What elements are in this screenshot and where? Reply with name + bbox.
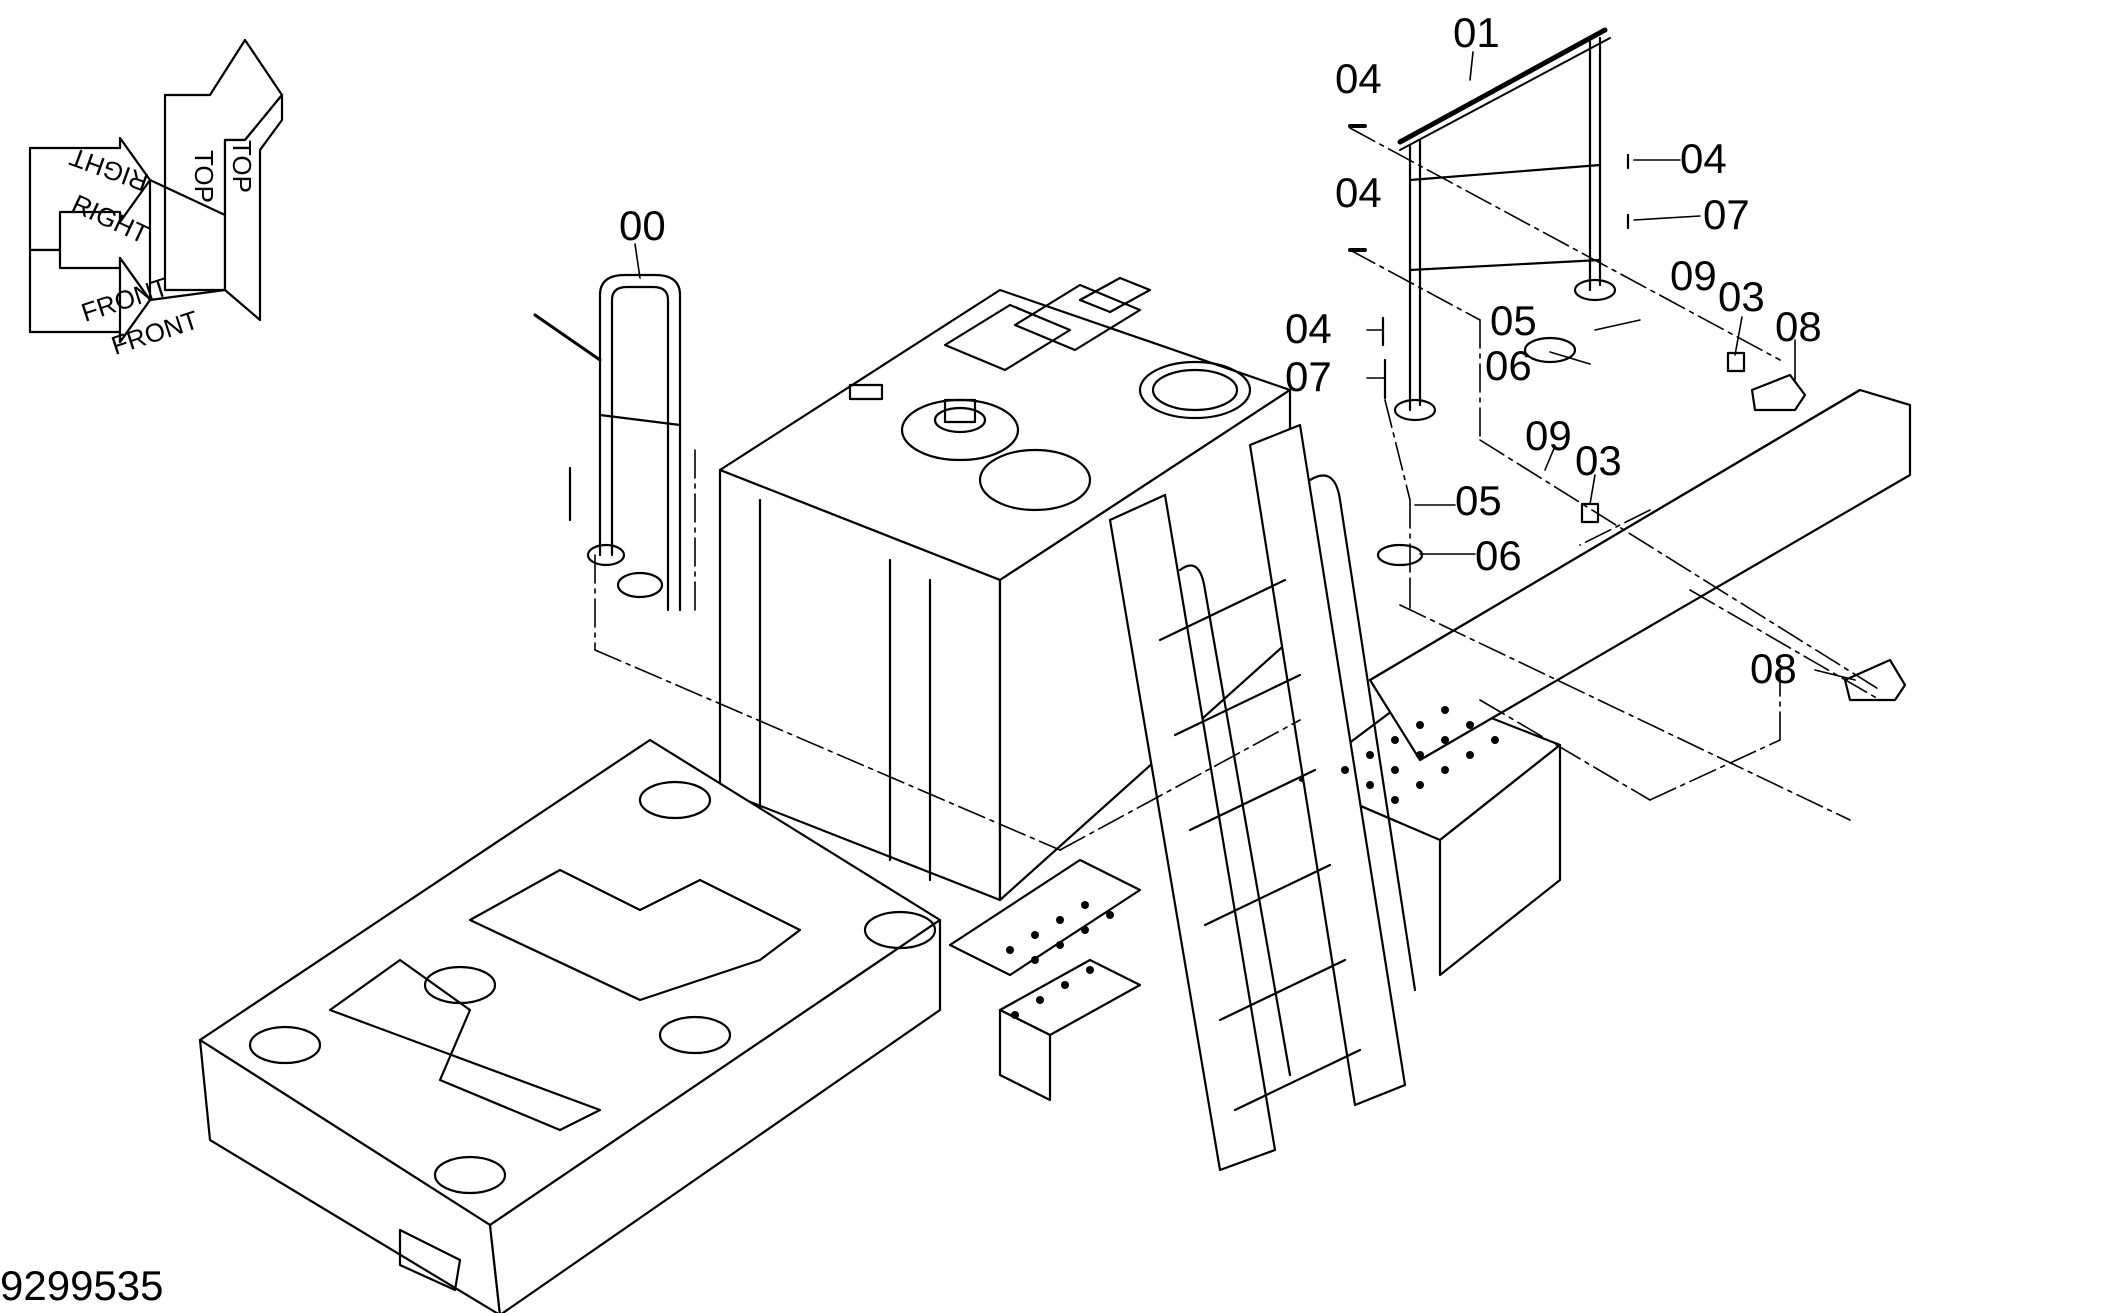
side-beam [1368,388,1912,762]
callout-05-lower: 05 [1455,477,1502,524]
callout-07-a: 07 [1703,191,1750,238]
callout-01: 01 [1453,9,1500,56]
handrail-00 [533,273,682,612]
callout-04-d: 04 [1285,305,1332,352]
callout-06-upper: 06 [1485,342,1532,389]
callout-09-upper: 09 [1670,252,1717,299]
step-boxes [948,688,1562,1102]
step-plate-perforations [1006,706,1499,1019]
callout-05-upper: 05 [1490,297,1537,344]
callout-08-lower: 08 [1750,645,1797,692]
callout-leaders [634,51,1856,681]
callout-04-b: 04 [1680,135,1727,182]
assembly-dashed-lines [594,127,1881,851]
callout-09-lower: 09 [1525,412,1572,459]
callout-03-lower: 03 [1575,437,1622,484]
orientation-label-top-1: TOP [189,150,219,203]
callout-07-b: 07 [1285,353,1332,400]
callout-00: 00 [619,202,666,249]
orientation-arrows: TOP TOP RIGHT RIGHT FRONT FRONT [28,38,284,361]
callout-06-lower: 06 [1475,532,1522,579]
callout-03-upper: 03 [1718,273,1765,320]
drawing-number: 9299535 [0,1262,164,1309]
callout-08-upper: 08 [1775,303,1822,350]
callout-04-a: 04 [1335,55,1382,102]
ladder [1108,423,1417,1172]
callout-04-c: 04 [1335,169,1382,216]
guard-rail-01 [1393,27,1617,422]
brackets-and-fasteners [1348,124,1907,702]
orientation-label-top-2: TOP [227,140,257,193]
base-frame [198,738,942,1313]
